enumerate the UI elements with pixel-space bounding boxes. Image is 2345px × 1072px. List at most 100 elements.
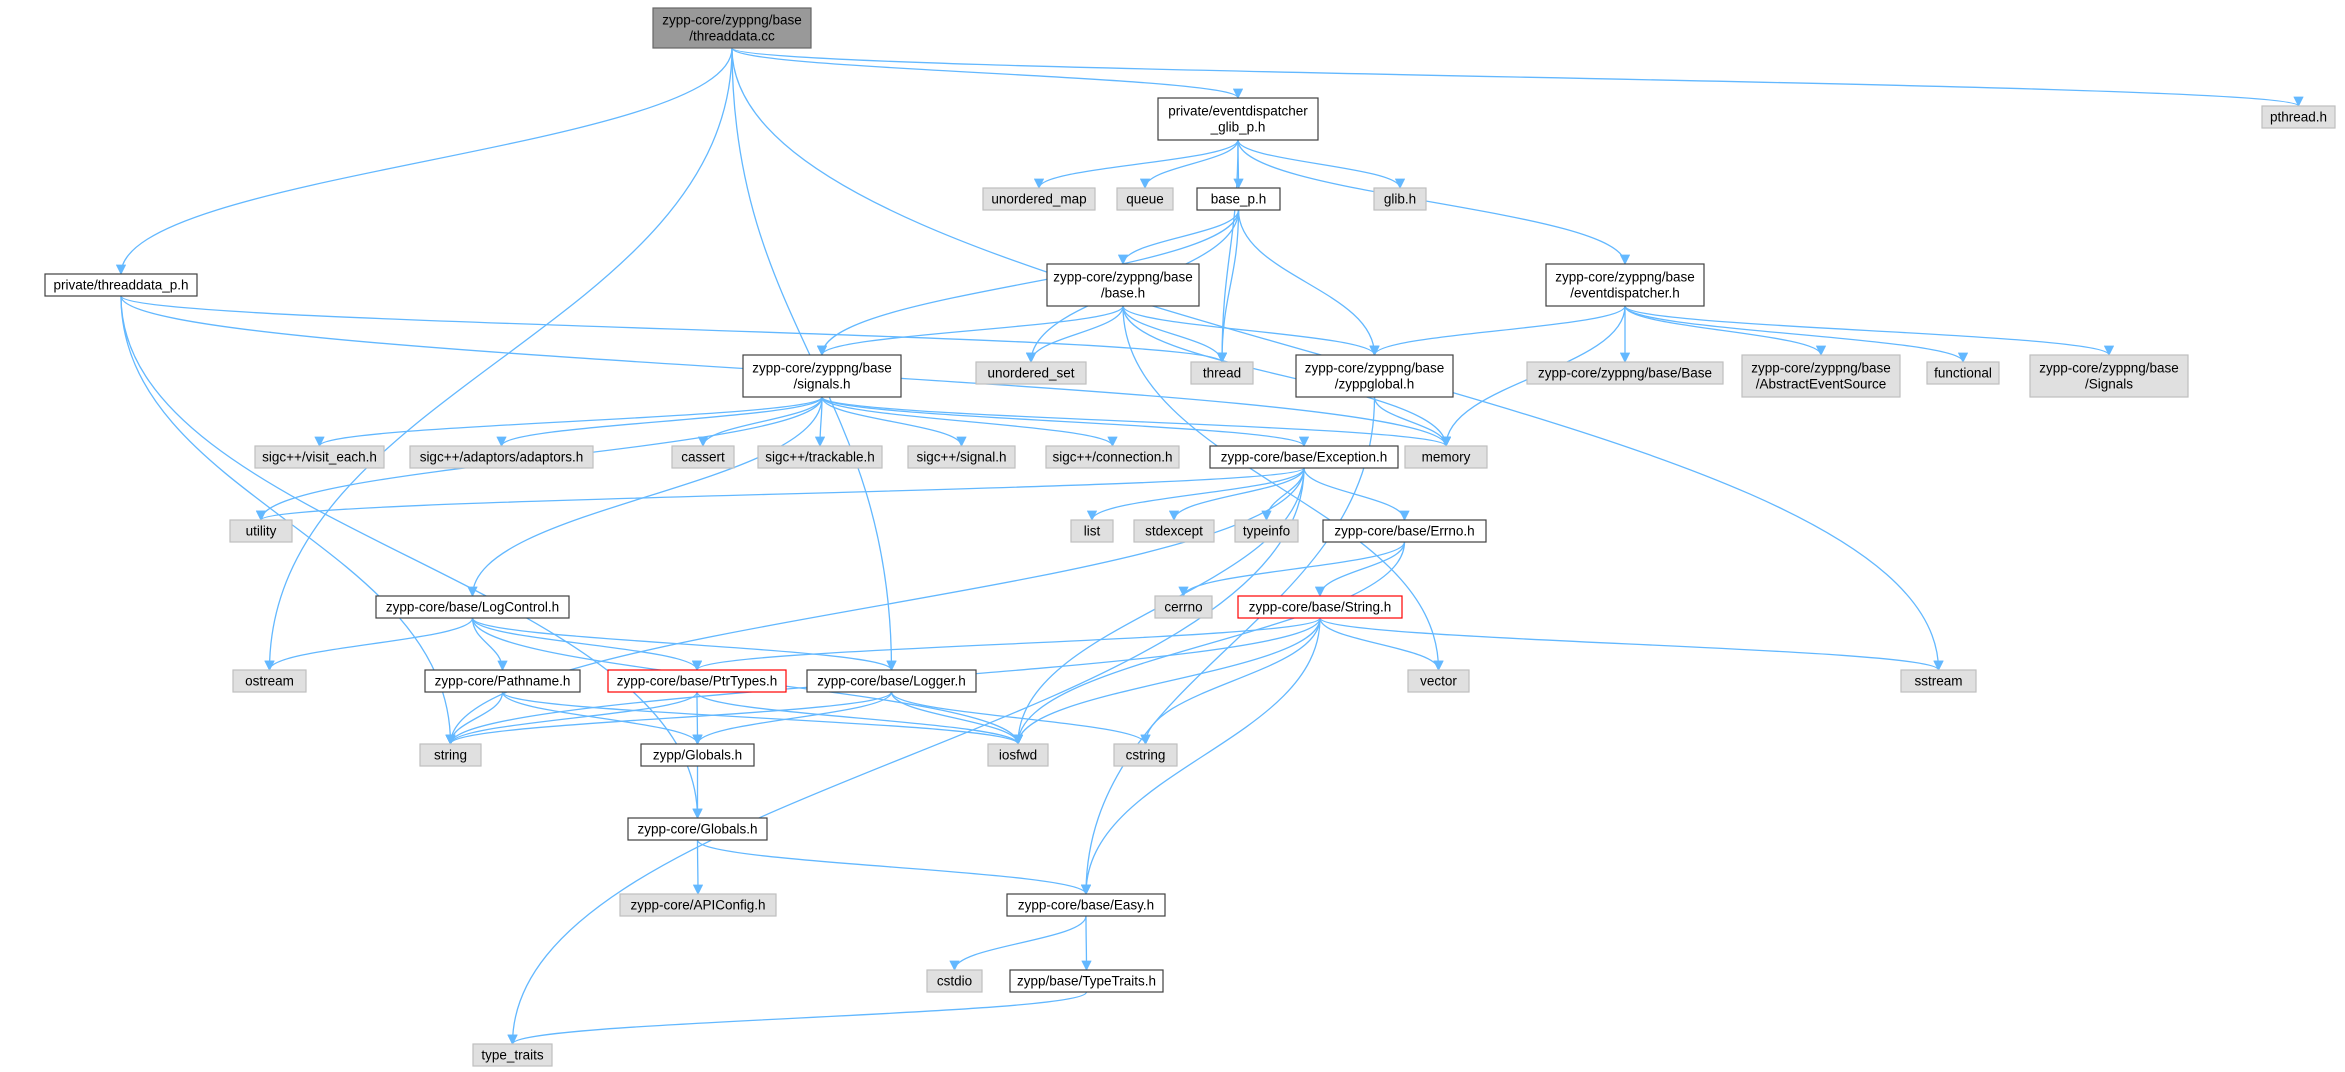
node-label: typeinfo — [1243, 524, 1290, 539]
edge-ptrtypes_h-to-zypp_globals_h — [692, 691, 703, 746]
edge-logcontrol_h-to-logger_h — [471, 617, 897, 672]
node-iosfwd: iosfwd — [987, 743, 1049, 767]
node-AbstractEventSource: zypp-core/zyppng/base/AbstractEventSourc… — [1741, 354, 1901, 398]
node-box — [1116, 187, 1174, 211]
edge-zyppglobal_h-to-memory — [1373, 396, 1452, 448]
node-box — [44, 273, 198, 297]
node-box — [1404, 445, 1488, 469]
node-threaddata_p[interactable]: private/threaddata_p.h — [44, 273, 198, 297]
node-label: zypp-core/base/Easy.h — [1018, 898, 1154, 913]
node-utility: utility — [229, 519, 293, 543]
node-easy_h[interactable]: zypp-core/base/Easy.h — [1006, 893, 1166, 917]
node-box — [640, 743, 755, 767]
node-label: cassert — [681, 450, 725, 465]
node-core_globals_h[interactable]: zypp-core/Globals.h — [627, 817, 768, 841]
node-label: zypp-core/zyppng/base — [752, 361, 892, 376]
node-label: sigc++/visit_each.h — [262, 450, 377, 465]
edge-string_h-to-easy_h — [1080, 617, 1321, 896]
node-box — [472, 1043, 553, 1067]
node-threaddata_cc[interactable]: zypp-core/zyppng/base/threaddata.cc — [652, 7, 812, 49]
node-box — [1190, 361, 1254, 385]
edge-signals_h-to-sigc_signal — [821, 396, 967, 448]
node-pathname_h[interactable]: zypp-core/Pathname.h — [424, 669, 581, 693]
node-logger_h[interactable]: zypp-core/base/Logger.h — [806, 669, 977, 693]
edge-string_h-to-sstream — [1319, 617, 1944, 672]
edge-eventdispatcher_glib_p-to-queue — [1139, 139, 1239, 190]
node-eventdispatcher_glib_p[interactable]: private/eventdispatcher_glib_p.h — [1157, 97, 1319, 141]
node-box — [757, 445, 883, 469]
edge-exception_h-to-errno_h — [1303, 467, 1410, 522]
edge-threaddata_cc-to-ostream — [264, 47, 733, 672]
node-exception_h[interactable]: zypp-core/base/Exception.h — [1209, 445, 1399, 469]
node-signals_h[interactable]: zypp-core/zyppng/base/signals.h — [742, 354, 902, 398]
node-label: thread — [1203, 366, 1241, 381]
node-label: type_traits — [481, 1048, 544, 1063]
node-box — [409, 445, 594, 469]
node-label: /eventdispatcher.h — [1570, 286, 1680, 301]
node-memory: memory — [1404, 445, 1488, 469]
node-label: /AbstractEventSource — [1756, 377, 1887, 392]
node-base_p[interactable]: base_p.h — [1196, 187, 1281, 211]
edge-eventdispatcher_glib_p-to-glib_h — [1237, 139, 1406, 190]
node-label: zypp-core/zyppng/base — [1751, 361, 1891, 376]
node-box — [982, 187, 1096, 211]
node-box — [419, 743, 482, 767]
node-typetraits_h[interactable]: zypp/base/TypeTraits.h — [1009, 969, 1164, 993]
node-unordered_map: unordered_map — [982, 187, 1096, 211]
node-label: unordered_set — [987, 366, 1074, 381]
edge-logcontrol_h-to-ptrtypes_h — [471, 617, 703, 672]
node-label: sigc++/connection.h — [1052, 450, 1172, 465]
node-label: /zyppglobal.h — [1335, 377, 1415, 392]
node-layer: zypp-core/zyppng/base/threaddata.ccpthre… — [44, 7, 2336, 1067]
node-box — [2261, 105, 2336, 129]
node-box — [1900, 669, 1977, 693]
node-box — [1133, 519, 1215, 543]
edge-threaddata_p-to-thread — [120, 295, 1227, 364]
node-box — [975, 361, 1087, 385]
node-box — [1045, 445, 1180, 469]
node-label: sigc++/signal.h — [916, 450, 1006, 465]
node-zyppng_base_h[interactable]: zypp-core/zyppng/base/base.h — [1046, 263, 1200, 307]
node-cstring: cstring — [1113, 743, 1178, 767]
node-cstdio: cstdio — [926, 969, 983, 993]
edge-zyppng_base_h-to-vector — [1122, 305, 1444, 672]
node-ptrtypes_h[interactable]: zypp-core/base/PtrTypes.h — [607, 669, 787, 693]
node-zypp_globals_h[interactable]: zypp/Globals.h — [640, 743, 755, 767]
node-label: zypp-core/zyppng/base — [1053, 270, 1193, 285]
node-box — [1526, 361, 1724, 385]
node-box — [1234, 519, 1299, 543]
node-box — [1741, 354, 1901, 398]
edge-pathname_h-to-iosfwd — [501, 691, 1023, 746]
node-label: functional — [1934, 366, 1992, 381]
node-string_h[interactable]: zypp-core/base/String.h — [1237, 595, 1403, 619]
node-eventdispatcher_h[interactable]: zypp-core/zyppng/base/eventdispatcher.h — [1545, 263, 1705, 307]
edge-exception_h-to-string — [445, 467, 1305, 746]
node-box — [1295, 354, 1454, 398]
edge-threaddata_cc-to-eventdispatcher_glib_p — [731, 47, 1243, 100]
edge-zyppglobal_h-to-easy_h — [1080, 396, 1376, 896]
node-label: zypp-core/base/Exception.h — [1221, 450, 1388, 465]
node-label: zypp-core/zyppng/base/Base — [1538, 366, 1712, 381]
node-label: zypp/Globals.h — [653, 748, 742, 763]
edge-logger_h-to-zypp_globals_h — [692, 691, 893, 746]
node-label: private/eventdispatcher — [1168, 104, 1308, 119]
node-box — [806, 669, 977, 693]
node-cerrno: cerrno — [1154, 595, 1213, 619]
node-box — [1070, 519, 1114, 543]
node-box — [2029, 354, 2189, 398]
node-logcontrol_h[interactable]: zypp-core/base/LogControl.h — [375, 595, 570, 619]
edge-pathname_h-to-zypp_globals_h — [501, 691, 703, 746]
edge-zyppng_base_h-to-thread — [1122, 305, 1228, 364]
node-label: sstream — [1914, 674, 1962, 689]
node-vector: vector — [1407, 669, 1470, 693]
edge-eventdispatcher_h-to-zyppglobal_h — [1369, 305, 1626, 357]
node-box — [375, 595, 570, 619]
node-zyppglobal_h[interactable]: zypp-core/zyppng/base/zyppglobal.h — [1295, 354, 1454, 398]
edge-exception_h-to-list — [1086, 467, 1305, 522]
edge-string_h-to-cstring — [1140, 617, 1321, 746]
node-box — [627, 817, 768, 841]
node-label: _glib_p.h — [1210, 120, 1266, 135]
node-errno_h[interactable]: zypp-core/base/Errno.h — [1322, 519, 1487, 543]
edge-eventdispatcher_h-to-AbstractEventSource — [1624, 305, 1827, 357]
